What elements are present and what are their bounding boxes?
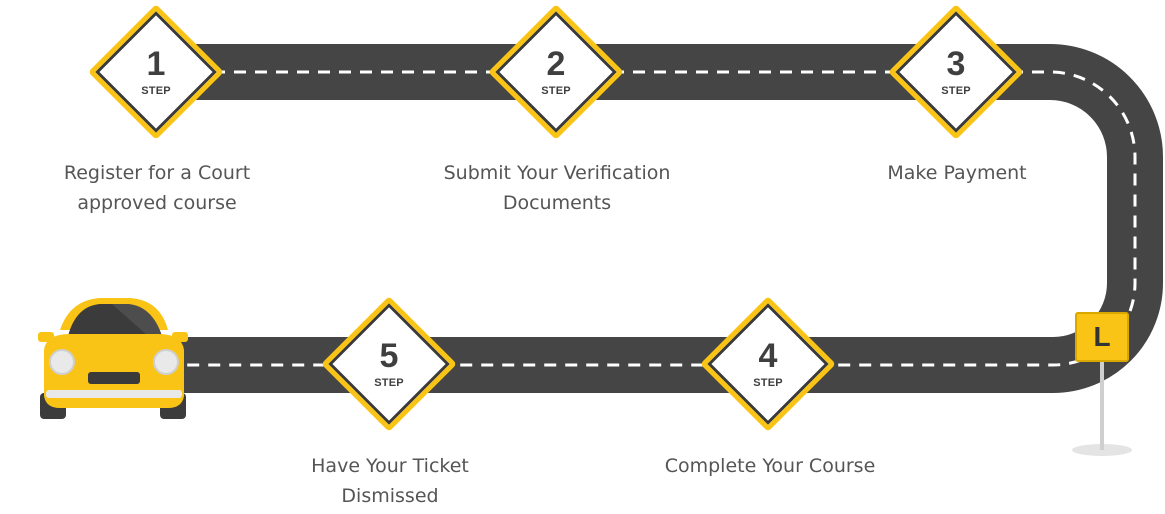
learner-sign-icon: L xyxy=(1075,312,1129,362)
step-5-sign: 5 STEP xyxy=(319,294,459,434)
step-2-sign: 2 STEP xyxy=(486,2,626,142)
step-3-sign: 3 STEP xyxy=(886,2,1026,142)
step-4-caption: Complete Your Course xyxy=(664,455,876,477)
sign-pole xyxy=(1100,360,1104,450)
step-1-sign: 1 STEP xyxy=(86,2,226,142)
step-4-label: STEP xyxy=(753,377,783,389)
step-3-number: 3 xyxy=(946,45,966,83)
step-1-caption: Register for a Court approved course xyxy=(63,162,251,214)
yellow-car-icon xyxy=(38,298,188,419)
step-4-number: 4 xyxy=(758,337,778,375)
step-3-label: STEP xyxy=(941,85,971,97)
step-5-label: STEP xyxy=(374,377,404,389)
step-5-caption: Have Your Ticket Dismissed xyxy=(311,455,469,507)
step-2-caption: Submit Your Verification Documents xyxy=(443,162,671,214)
step-5-number: 5 xyxy=(379,337,399,375)
step-1-label: STEP xyxy=(141,85,171,97)
step-1-number: 1 xyxy=(146,45,166,83)
step-3-caption: Make Payment xyxy=(887,162,1027,184)
step-2-number: 2 xyxy=(546,45,566,83)
step-4-sign: 4 STEP xyxy=(698,294,838,434)
step-2-label: STEP xyxy=(541,85,571,97)
